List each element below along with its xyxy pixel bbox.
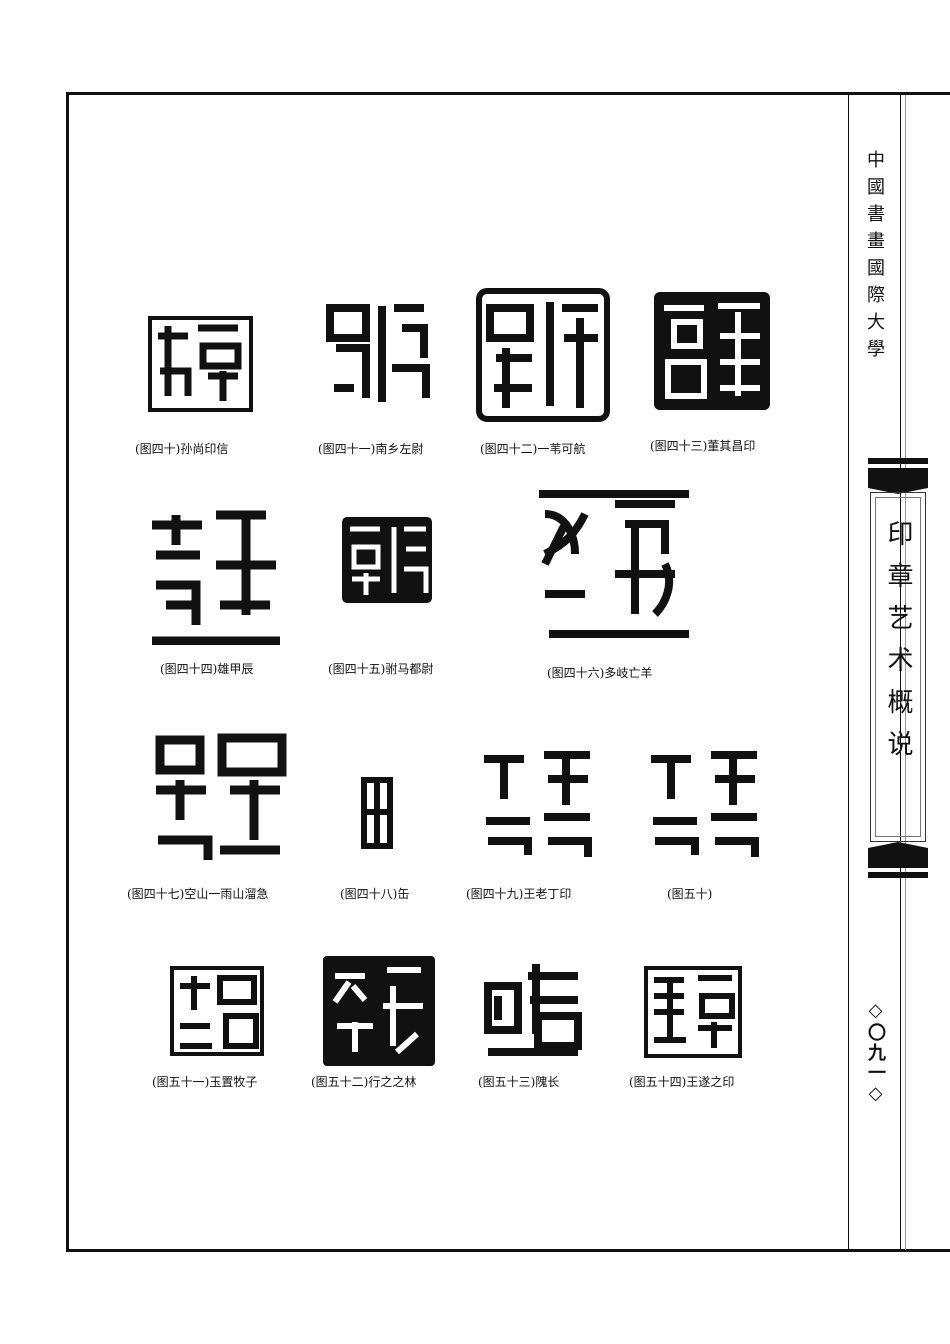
margin-rule [905, 95, 906, 1250]
seal-caption: (图四十七)空山一雨山溜急 [127, 887, 269, 901]
seal-caption: (图五十三)隗长 [478, 1075, 560, 1089]
seal-image [644, 966, 742, 1058]
seal-caption: (图四十五)驸马都尉 [328, 662, 434, 676]
seal-image [525, 484, 693, 644]
seal-image [360, 772, 394, 854]
seal-caption: (图四十二)一苇可航 [480, 442, 586, 456]
seal-caption: (图五十) [667, 887, 713, 901]
seal-caption: (图五十一)玉置牧子 [152, 1075, 258, 1089]
chapter-band-top [868, 458, 928, 494]
seal-caption: (图五十四)王遂之印 [629, 1075, 735, 1089]
seal-caption: (图四十四)雄甲辰 [160, 662, 254, 676]
seal-image [170, 966, 264, 1056]
seal-caption: (图五十二)行之之林 [311, 1075, 417, 1089]
seal-image [322, 298, 434, 410]
page-frame [66, 92, 950, 1252]
seal-image [645, 745, 765, 863]
seal-image [150, 730, 290, 870]
seal-caption: (图四十八)缶 [340, 887, 410, 901]
seal-caption: (图四十三)董其昌印 [650, 439, 756, 453]
seal-image [478, 956, 584, 1060]
seal-image [146, 505, 286, 645]
chapter-title: 印章艺术概说 [883, 520, 913, 772]
chapter-band-bottom [868, 842, 928, 878]
seal-caption: (图四十一)南乡左尉 [318, 442, 424, 456]
page-number: ◇〇九一◇ [865, 1000, 886, 1106]
seal-caption: (图四十六)多岐亡羊 [547, 666, 653, 680]
seal-caption: (图四十九)王老丁印 [466, 887, 572, 901]
seal-caption: (图四十)孙尚印信 [135, 442, 229, 456]
seal-image [654, 292, 770, 410]
seal-image [476, 288, 610, 422]
margin-rule [848, 95, 849, 1250]
chapter-box [870, 492, 926, 842]
seal-image [323, 956, 435, 1066]
margin-rule [900, 95, 901, 1250]
seal-image [342, 517, 432, 603]
book-title: 中國書畫國際大學 [864, 150, 885, 366]
seal-image [148, 316, 253, 412]
seal-image [478, 745, 598, 863]
